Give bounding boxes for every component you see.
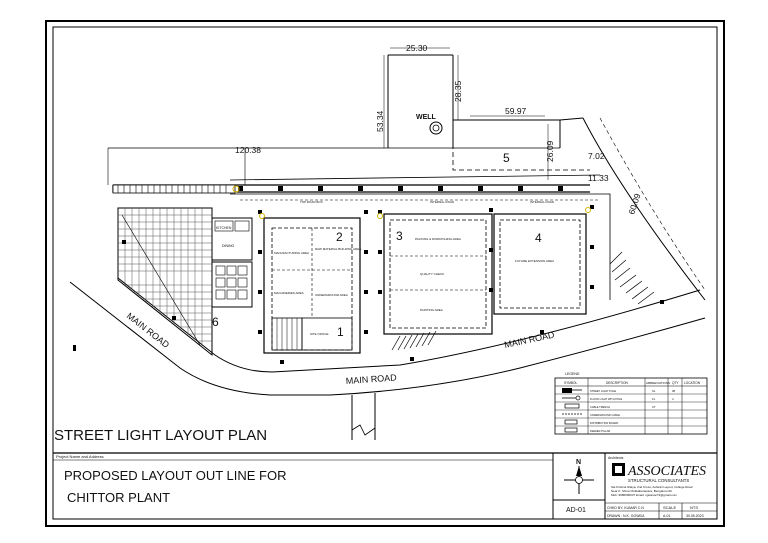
well-plot bbox=[387, 54, 454, 148]
drawing-date: 30.05.2023 bbox=[686, 514, 704, 518]
quality-label: QUALITY CHECK bbox=[420, 272, 444, 276]
legend: LEGEND SYMBOL DESCRIPTION ABBREVIATIONS … bbox=[554, 372, 708, 435]
dim-53-34: 53.34 bbox=[375, 110, 385, 132]
road-edge-bottom bbox=[69, 281, 706, 396]
outer-border bbox=[45, 20, 725, 527]
parking-hatch bbox=[391, 251, 655, 351]
project-label: Project Name and Address bbox=[56, 454, 104, 459]
dim-120-38: 120.38 bbox=[235, 145, 261, 155]
internal-road-label-2: INTERNAL ROAD bbox=[530, 200, 555, 204]
well-symbol bbox=[429, 121, 443, 135]
zone-1-2-boundary bbox=[263, 217, 361, 354]
firm-address-1: Sai Krishna Nilaya, 2nd Cross, Ashwini L… bbox=[611, 485, 693, 489]
zone-6-label: 6 bbox=[212, 315, 219, 329]
drawing-title: STREET LIGHT LAYOUT PLAN bbox=[54, 427, 267, 444]
architect-label: Architects bbox=[608, 456, 624, 460]
internal-road-label-1: INTERNAL ROAD bbox=[430, 200, 455, 204]
firm-address-3: Mob: 9980090037 Email: cgiassoc73@gmail.… bbox=[611, 493, 677, 497]
legend-row-2-desc: FLOOD LIGHT WITH POLE bbox=[590, 397, 623, 401]
legend-row-2-qty: 4 bbox=[672, 397, 674, 401]
zone-1-label: 1 bbox=[337, 325, 344, 339]
zone-6-outline bbox=[117, 207, 213, 357]
dim-7-02: 7.02 bbox=[588, 151, 605, 161]
legend-h-abbr: ABBREVIATIONS bbox=[646, 381, 670, 385]
legend-title: LEGEND bbox=[565, 372, 580, 376]
future-label: FUTURE EXTENSION AREA bbox=[515, 259, 554, 263]
road-branch bbox=[351, 393, 376, 440]
road-edge-top bbox=[117, 277, 701, 373]
flood-lights bbox=[232, 185, 591, 219]
legend-row-1-qty: 38 bbox=[672, 389, 676, 393]
dim-25-30: 25.30 bbox=[406, 43, 428, 53]
toilet-block bbox=[211, 261, 253, 308]
north-label: N bbox=[576, 459, 581, 466]
main-road-label-2: MAIN ROAD bbox=[345, 372, 397, 386]
rm-label: RAW MATERIAL BUILDING AREA bbox=[315, 247, 361, 251]
zone-3-boundary bbox=[383, 213, 493, 335]
zone-3-label: 3 bbox=[396, 229, 403, 243]
site-office-label: SITE OFFICE bbox=[310, 332, 329, 336]
manufacturing-label: MANUFACTURING AREA bbox=[274, 251, 309, 255]
legend-row-5-desc: DISTRIBUTION BOARD bbox=[590, 421, 618, 425]
dining-label: DINING bbox=[222, 244, 235, 248]
inner-border bbox=[52, 26, 718, 520]
legend-row-6-desc: FEEDER PILLAR bbox=[590, 429, 610, 433]
sheet-label: A-01 bbox=[663, 514, 670, 518]
firm-name: ASSOCIATES bbox=[627, 464, 706, 479]
kitchen-label: KITCHEN bbox=[216, 226, 232, 230]
zone-2-label: 2 bbox=[336, 230, 343, 244]
checked-by: CHKD BY: KUMAR C.N bbox=[607, 506, 644, 510]
legend-row-3-abbr: CT bbox=[652, 405, 656, 409]
packing-label: PACKING & DISPATCHING AREA bbox=[415, 237, 461, 241]
well-label: WELL bbox=[416, 114, 437, 121]
zone-4-label: 4 bbox=[535, 231, 542, 245]
scale-label: SCALE bbox=[663, 505, 676, 510]
machinery-label: MACHINERIES AREA bbox=[274, 291, 304, 295]
legend-h-qty: QTY bbox=[672, 381, 679, 385]
firm-address-2: Near K. Shiva Chikkabanavara, Bengaluru-… bbox=[611, 489, 672, 493]
dim-28-35: 28.35 bbox=[453, 80, 463, 102]
dim-11-33: 11.33 bbox=[588, 173, 609, 183]
road-box-label: TOP ROAD BOX bbox=[300, 200, 323, 204]
main-road-label-3: MAIN ROAD bbox=[503, 329, 555, 349]
dim-59-97: 59.97 bbox=[505, 106, 527, 116]
legend-row-1-abbr: SL bbox=[652, 389, 656, 393]
project-box bbox=[52, 452, 554, 520]
zone-6-grid bbox=[118, 208, 212, 346]
fence-hatch bbox=[117, 185, 227, 193]
zone-4-boundary bbox=[493, 213, 587, 315]
project-line-2: CHITTOR PLANT bbox=[67, 490, 170, 505]
legend-h-location: LOCATION bbox=[684, 381, 701, 385]
project-line-1: PROPOSED LAYOUT OUT LINE FOR bbox=[64, 468, 287, 483]
drawn-by: DRAWN : N.K. GOWDA bbox=[607, 514, 645, 518]
dining-block bbox=[211, 217, 253, 261]
legend-row-4-desc: UNDERGROUND CABLE bbox=[590, 413, 620, 417]
scale-value: NTS bbox=[690, 505, 698, 510]
painting-label: PAINTING AREA bbox=[420, 308, 443, 312]
north-arrow-icon bbox=[564, 466, 594, 494]
site-right-edge bbox=[582, 117, 706, 301]
drawing-number: AD-01 bbox=[566, 507, 586, 514]
legend-row-2-abbr: FL bbox=[652, 397, 656, 401]
legend-h-desc: DESCRIPTION bbox=[606, 381, 628, 385]
legend-row-3-desc: CABLE TRENCH bbox=[590, 405, 610, 409]
firm-subtitle: STRUCTURAL CONSULTANTS bbox=[628, 478, 689, 483]
dim-26-09: 26.09 bbox=[545, 140, 555, 162]
street-light-poles bbox=[73, 186, 664, 364]
firm-box bbox=[604, 452, 718, 520]
legend-h-symbol: SYMBOL bbox=[564, 381, 578, 385]
zone-5-label: 5 bbox=[503, 151, 510, 165]
underground-label: UNDERGROUND AREA bbox=[315, 293, 348, 297]
legend-row-1-desc: STREET LIGHT POLE bbox=[590, 389, 616, 393]
